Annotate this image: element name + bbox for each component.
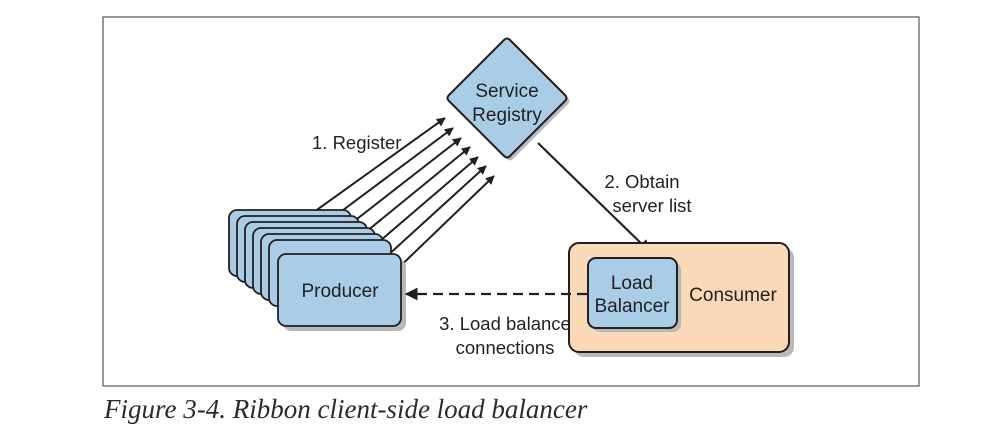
register-arrow-7 [389, 175, 495, 277]
balance-label-line2: connections [456, 337, 555, 358]
obtain-arrow [537, 142, 651, 253]
obtain-label-line2: server list [612, 195, 691, 216]
producer-node [277, 253, 402, 327]
load-balancer-label-line2: Balancer [595, 296, 671, 317]
load-balancer-node [587, 257, 681, 332]
producer-stack [228, 209, 406, 331]
consumer-label: Consumer [689, 285, 777, 306]
register-label: 1. Register [312, 132, 401, 153]
obtain-label-line1: 2. Obtain [604, 171, 679, 192]
producer-label: Producer [301, 281, 379, 302]
balance-label-line1: 3. Load balance [439, 313, 571, 334]
registry-label-line2: Registry [472, 105, 542, 126]
register-arrow-1 [299, 117, 446, 223]
registry-label-line1: Service [475, 81, 538, 102]
figure-caption: Figure 3-4. Ribbon client-side load bala… [104, 394, 588, 424]
register-arrow-6 [374, 165, 487, 268]
load-balancer-label-line1: Load [611, 273, 653, 294]
service-registry-node: Service Registry [446, 37, 570, 161]
